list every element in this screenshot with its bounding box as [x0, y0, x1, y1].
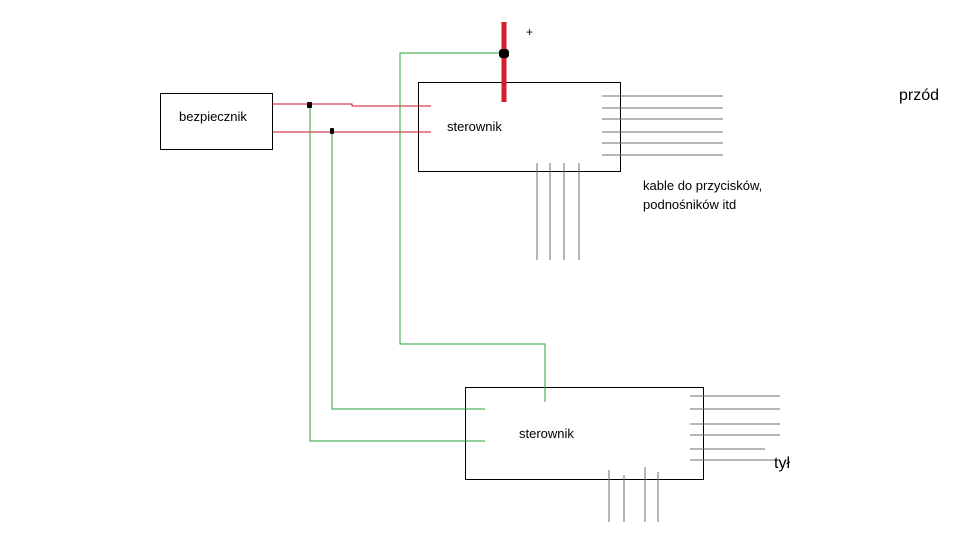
power-wire-upper — [273, 103, 431, 107]
fuse-label: bezpiecznik — [179, 109, 247, 124]
rear-cables-bottom — [608, 467, 659, 522]
rear-side-label: tył — [774, 455, 790, 472]
signal-wires — [309, 52, 546, 442]
junction-upper — [307, 102, 312, 108]
fuse-box — [160, 93, 273, 150]
front-side-label: przód — [899, 87, 940, 104]
front-cables-right — [602, 95, 723, 156]
signal-wire-lower-to-rear — [331, 131, 485, 410]
cables-note: kable do przycisków, podnośników itd — [643, 178, 763, 212]
front-controller-label: sterownik — [447, 119, 502, 134]
junction-power-bar — [499, 49, 509, 58]
junctions — [307, 49, 509, 134]
rear-controller-label: sterownik — [519, 426, 574, 441]
rear-cables-right — [690, 395, 780, 461]
power-wires — [273, 103, 431, 133]
rear-controller-box — [465, 387, 704, 480]
front-controller-box — [418, 82, 621, 172]
junction-lower — [330, 128, 334, 134]
front-cables-bottom — [536, 163, 580, 260]
plus-sign-label: + — [526, 25, 534, 39]
signal-wire-power-to-rear — [399, 52, 546, 402]
signal-wire-upper-to-rear — [309, 105, 485, 442]
